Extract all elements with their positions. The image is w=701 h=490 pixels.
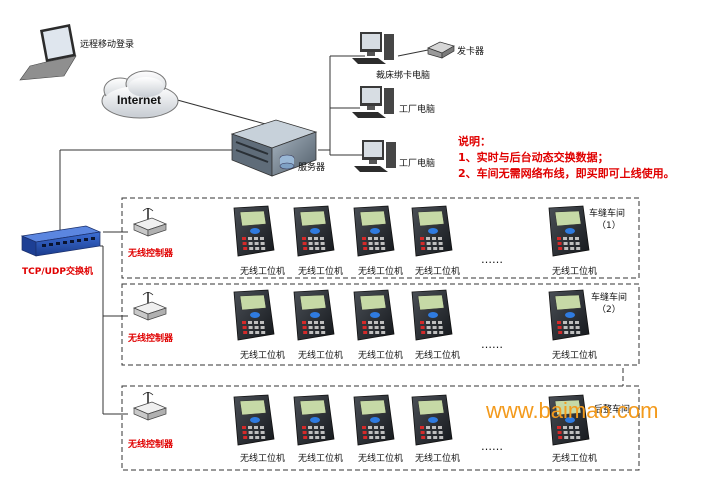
workstation-terminal-icon xyxy=(353,205,395,257)
internet-label: Internet xyxy=(117,93,162,107)
terminal-label: 无线工位机 xyxy=(552,351,598,361)
workshop-box-3 xyxy=(121,385,640,471)
workstation-terminal-icon xyxy=(548,205,590,257)
terminal-label: 无线工位机 xyxy=(358,351,404,361)
internet-cloud-icon xyxy=(101,70,179,119)
workstation-terminal-icon xyxy=(233,205,275,257)
workstation-terminal-icon xyxy=(353,289,395,341)
workshop-number-1: （1） xyxy=(597,221,621,231)
workstation-terminal-icon xyxy=(233,289,275,341)
factory-pc-icon xyxy=(354,140,396,172)
switch-icon xyxy=(20,225,102,257)
workstation-terminal-icon xyxy=(411,205,453,257)
notes-title: 说明： xyxy=(458,135,491,148)
pc-card-binding-icon xyxy=(352,32,394,64)
wireless-controller-icon xyxy=(133,392,167,421)
switch-label: TCP/UDP交换机 xyxy=(22,267,94,277)
workstation-terminal-icon xyxy=(353,394,395,446)
workshop-box-1 xyxy=(121,197,640,279)
notes-line-1: 1、实时与后台动态交换数据； xyxy=(458,151,609,164)
ellipsis: …… xyxy=(481,440,503,453)
workshop-number-2: （2） xyxy=(597,305,621,315)
workshop-name-1: 车缝车间 xyxy=(589,209,626,219)
terminal-label: 无线工位机 xyxy=(552,267,598,277)
card-issuer-icon xyxy=(427,41,455,59)
terminal-label: 无线工位机 xyxy=(240,454,286,464)
internet-server-link xyxy=(169,97,281,129)
controller-label-1: 无线控制器 xyxy=(128,249,174,259)
server-label: 服务器 xyxy=(298,163,326,173)
terminal-label: 无线工位机 xyxy=(358,267,404,277)
workshop-boxes xyxy=(121,197,640,471)
terminal-label: 无线工位机 xyxy=(358,454,404,464)
workstation-terminal-icon xyxy=(293,205,335,257)
server-icon xyxy=(230,119,318,177)
workstation-terminal-icon xyxy=(233,394,275,446)
terminals xyxy=(233,205,590,446)
controller-label-3: 无线控制器 xyxy=(128,440,174,450)
connection-lines xyxy=(59,49,429,415)
terminal-label: 无线工位机 xyxy=(552,454,598,464)
terminal-label: 无线工位机 xyxy=(415,454,461,464)
card-issuer-label: 发卡器 xyxy=(457,47,485,57)
workstation-terminal-icon xyxy=(411,394,453,446)
terminal-label: 无线工位机 xyxy=(298,454,344,464)
factory-pc-label-2: 工厂电脑 xyxy=(399,159,436,169)
workstation-terminal-icon xyxy=(293,394,335,446)
factory-pc-label-1: 工厂电脑 xyxy=(399,105,436,115)
watermark: www.baimao.com xyxy=(486,398,659,423)
wireless-controller-icon xyxy=(133,208,167,237)
terminal-label: 无线工位机 xyxy=(415,351,461,361)
notes-line-2: 2、车间无需网络布线，即买即可上线使用。 xyxy=(458,167,675,180)
terminal-label: 无线工位机 xyxy=(298,267,344,277)
workstation-terminal-icon xyxy=(293,289,335,341)
terminal-label: 无线工位机 xyxy=(298,351,344,361)
pc1-card-issuer xyxy=(397,49,429,57)
remote-login-label: 远程移动登录 xyxy=(80,40,135,50)
pc-card-binding-label: 裁床绑卡电脑 xyxy=(376,71,431,81)
ellipsis: …… xyxy=(481,338,503,351)
workstation-terminal-icon xyxy=(411,289,453,341)
ellipsis: …… xyxy=(481,253,503,266)
wireless-controller-icon xyxy=(133,292,167,321)
terminal-label: 无线工位机 xyxy=(415,267,461,277)
workstation-terminal-icon xyxy=(548,289,590,341)
laptop-icon xyxy=(19,24,77,81)
workstation-terminal-icon xyxy=(548,394,590,446)
factory-pc-icon xyxy=(352,86,394,118)
controller-label-2: 无线控制器 xyxy=(128,334,174,344)
workshop-box-2 xyxy=(121,283,640,366)
terminal-label: 无线工位机 xyxy=(240,267,286,277)
terminal-label: 无线工位机 xyxy=(240,351,286,361)
workshop-name-3: 后整车间 xyxy=(594,405,631,415)
workshop-name-2: 车缝车间 xyxy=(591,293,628,303)
